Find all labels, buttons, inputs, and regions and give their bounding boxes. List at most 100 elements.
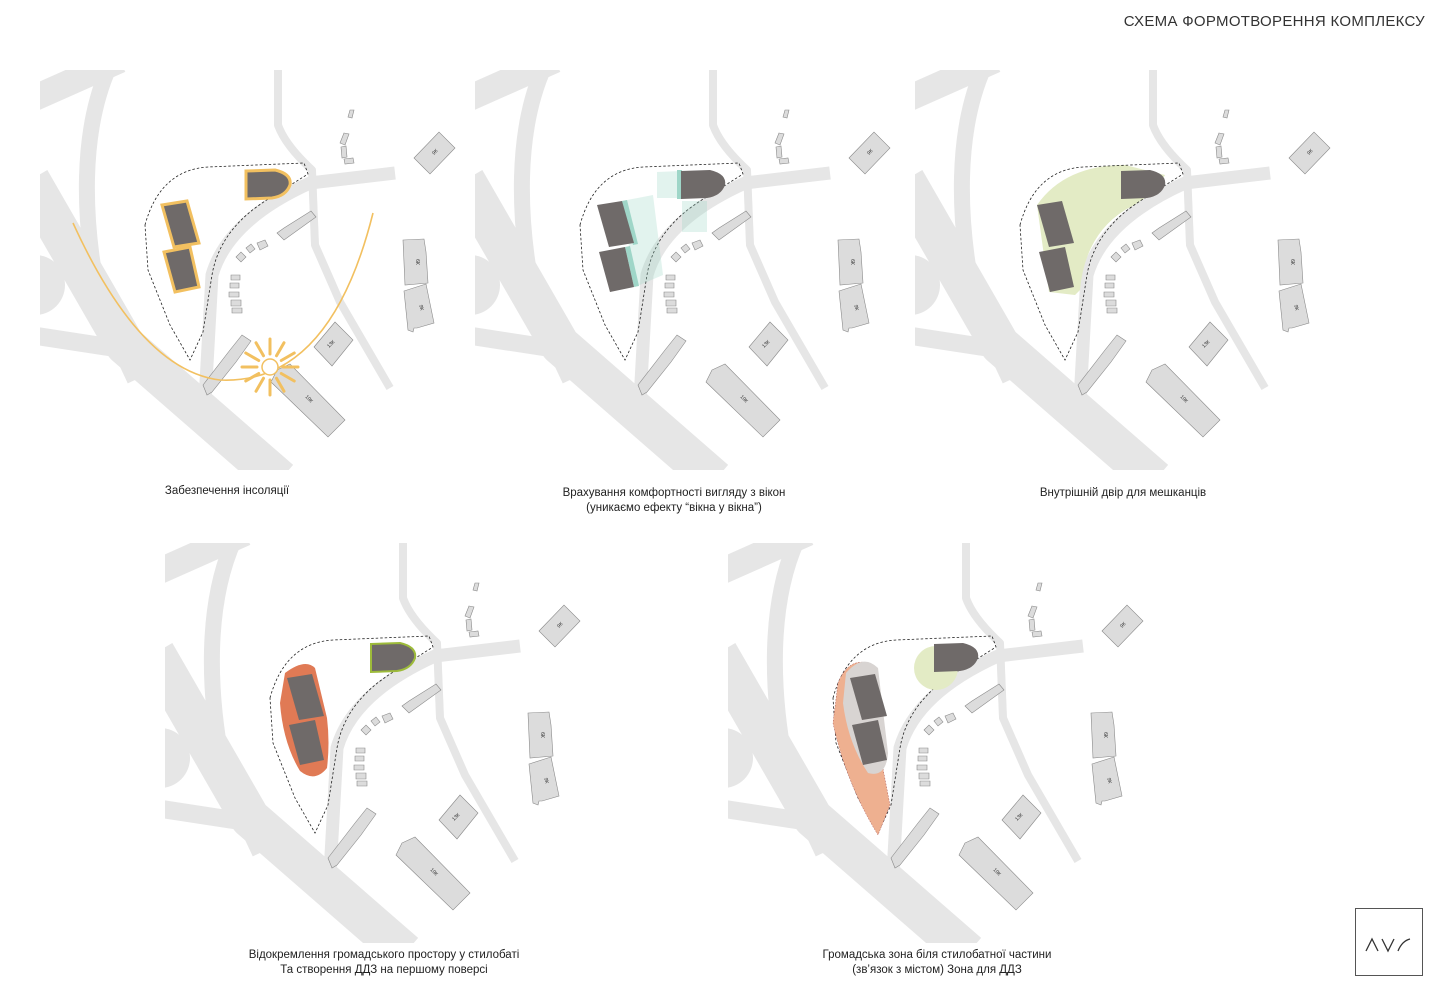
road [274,70,394,391]
building-9k: 9К [413,131,456,175]
road [165,800,281,856]
svg-text:6К: 6К [414,259,420,265]
caption-line: Забезпечення інсоляції [164,485,290,497]
house [468,630,480,638]
road-junction [728,728,753,788]
residential-block-1 [597,201,634,247]
caption-window-views: Врахування комфортності вигляду з вікон … [464,486,884,516]
building-9k-2: 9К [403,283,435,333]
building-9k-2: 9К [1091,756,1123,806]
building-13k: 13К [748,321,789,367]
diagram-window-views: 9К 6К 9К 13К 10К [475,70,895,470]
house [774,132,785,146]
caption-insolation: Забезпечення інсоляції [17,484,437,499]
site-plan-svg: 9К 6К 9К 13К 10К [475,70,891,470]
terraced-houses [327,807,377,869]
house [256,239,269,251]
house [778,157,790,165]
access-road [633,166,831,401]
road [40,70,126,110]
house [356,780,368,787]
row-houses [276,210,317,241]
house [1105,274,1116,281]
kindergarten-outline [370,641,417,674]
house [1222,109,1230,119]
svg-text:9К: 9К [542,777,549,784]
house [230,299,242,307]
svg-text:13К: 13К [326,339,336,349]
caption-line: Та створення ДДЗ на першому поверсі [280,964,488,976]
road [165,543,251,583]
svg-text:9К: 9К [556,621,564,629]
building-6k: 6К [527,711,554,759]
house [370,716,381,727]
residential-block-2 [1039,247,1074,292]
house [235,251,247,263]
caption-line: Громадська зона біля стилобатної частини [822,949,1052,961]
house [665,299,677,307]
building-10k: 10К [705,363,781,438]
access-road [198,166,396,401]
house [472,582,480,592]
road-junction [40,255,65,315]
caption-line: (уникаємо ефекту “вікна у вікна”) [586,502,762,514]
tower-block [934,643,979,672]
residential-block-1 [1037,201,1074,247]
svg-text:9К: 9К [417,304,424,311]
building-9k: 9К [1101,604,1144,648]
residential-block-2 [852,720,887,765]
residential-block-2 [162,245,201,294]
house [775,145,783,159]
svg-text:9К: 9К [1292,304,1299,311]
house [245,243,256,254]
house [354,755,365,762]
house [923,724,935,736]
road [40,327,156,383]
building-13k: 13К [438,794,479,840]
house [1028,618,1036,632]
road [475,327,591,383]
residential-block-1 [850,674,887,720]
svg-text:10К: 10К [992,867,1002,877]
road [709,70,829,391]
view-edge [677,170,682,199]
svg-text:6К: 6К [1102,732,1108,738]
building-6k: 6К [837,238,864,286]
caption-line: Відокремлення громадського простору у ст… [248,949,520,961]
house [919,780,931,787]
building-9k-2: 9К [528,756,560,806]
caption-public-space-separation: Відокремлення громадського простору у ст… [174,948,594,978]
svg-text:9К: 9К [852,304,859,311]
svg-text:10К: 10К [739,394,749,404]
svg-text:6К: 6К [539,732,545,738]
svg-text:10К: 10К [1179,394,1189,404]
house [230,274,241,281]
house [1035,582,1043,592]
house [381,712,394,724]
building-10k: 10К [1145,363,1221,438]
road [399,543,519,864]
residential-block-1 [160,199,201,249]
building-9k: 9К [848,131,891,175]
house [465,618,473,632]
access-road [323,639,521,874]
row-houses [401,683,442,714]
caption-line: (зв’язок з містом) Зона для ДДЗ [852,964,1022,976]
house [670,251,682,263]
svg-text:13К: 13К [1201,339,1211,349]
building-6k: 6К [1277,238,1304,286]
tower-block [244,168,292,201]
house [340,145,348,159]
page-title: СХЕМА ФОРМОТВОРЕННЯ КОМПЛЕКСУ [1123,13,1425,30]
house [665,274,676,281]
house [360,724,372,736]
building-9k-2: 9К [838,283,870,333]
building-9k: 9К [538,604,581,648]
house [1103,291,1115,298]
road [915,70,1001,110]
caption-public-zone: Громадська зона біля стилобатної частини… [727,948,1147,978]
logo-mark-icon [1365,937,1411,953]
